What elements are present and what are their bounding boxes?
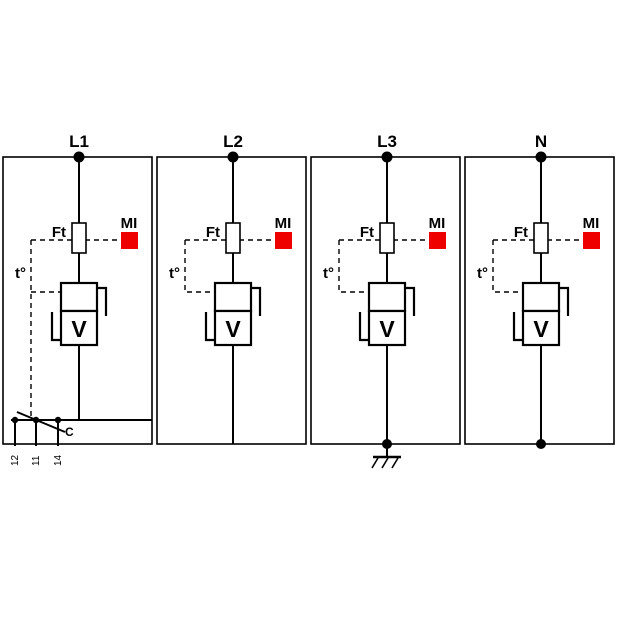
thermal-label: t° [15, 265, 26, 282]
module-l1: L1 Ft MI t° V C 12 11 14 [2, 132, 153, 466]
phase-label: L2 [223, 132, 243, 151]
earth-hatch [371, 457, 399, 469]
thermal-label: t° [323, 265, 334, 282]
earth-symbol [371, 444, 401, 469]
terminal-label-14: 14 [53, 454, 64, 466]
thermal-link-dashed [184, 240, 215, 293]
neutral-junction-dot [536, 439, 546, 449]
thermal-disconnector-fuse [225, 222, 241, 254]
disconnect-box [367, 281, 407, 313]
fuse-label: Ft [206, 224, 220, 241]
module-l3: L3 Ft MI t° V [310, 132, 461, 469]
thermal-link-dashed [492, 240, 523, 293]
mi-label: MI [121, 215, 138, 232]
mi-label: MI [583, 215, 600, 232]
bracket-right [405, 286, 416, 316]
contact-dot-12 [11, 416, 19, 424]
fuse-label: Ft [514, 224, 528, 241]
thermal-disconnector-fuse [71, 222, 87, 254]
thermal-link-dashed [338, 240, 369, 293]
bracket-right [97, 286, 108, 316]
bracket-left [204, 312, 215, 342]
bracket-left [50, 312, 61, 342]
remote-signal-contact: C 12 11 14 [10, 411, 152, 466]
varistor-label: V [533, 316, 549, 342]
module-n: N Ft MI t° V [464, 132, 615, 449]
mi-indicator [429, 232, 446, 249]
disconnect-box [213, 281, 253, 313]
varistor-box [367, 309, 407, 347]
terminal-label-12: 12 [10, 454, 21, 466]
thermal-disconnector-fuse [379, 222, 395, 254]
terminal-label-11: 11 [31, 455, 42, 466]
bracket-left [358, 312, 369, 342]
switch-arm [16, 411, 66, 433]
bracket-right [251, 286, 262, 316]
varistor-label: V [225, 316, 241, 342]
phase-label: L3 [377, 132, 397, 151]
varistor-label: V [379, 316, 395, 342]
fuse-label: Ft [52, 224, 66, 241]
varistor-label: V [71, 316, 87, 342]
mi-label: MI [275, 215, 292, 232]
disconnect-box [521, 281, 561, 313]
contact-dot-14 [54, 416, 62, 424]
thermal-label: t° [169, 265, 180, 282]
fuse-label: Ft [360, 224, 374, 241]
phase-label: N [535, 132, 547, 151]
mi-indicator [121, 232, 138, 249]
mi-label: MI [429, 215, 446, 232]
thermal-label: t° [477, 265, 488, 282]
mi-indicator [583, 232, 600, 249]
bracket-right [559, 286, 570, 316]
phase-label: L1 [69, 132, 89, 151]
varistor-box [521, 309, 561, 347]
varistor-box [59, 309, 99, 347]
disconnect-box [59, 281, 99, 313]
contact-common-label: C [65, 425, 74, 439]
thermal-disconnector-fuse [533, 222, 549, 254]
mi-indicator [275, 232, 292, 249]
bracket-left [512, 312, 523, 342]
module-l2: L2 Ft MI t° V [156, 132, 307, 445]
